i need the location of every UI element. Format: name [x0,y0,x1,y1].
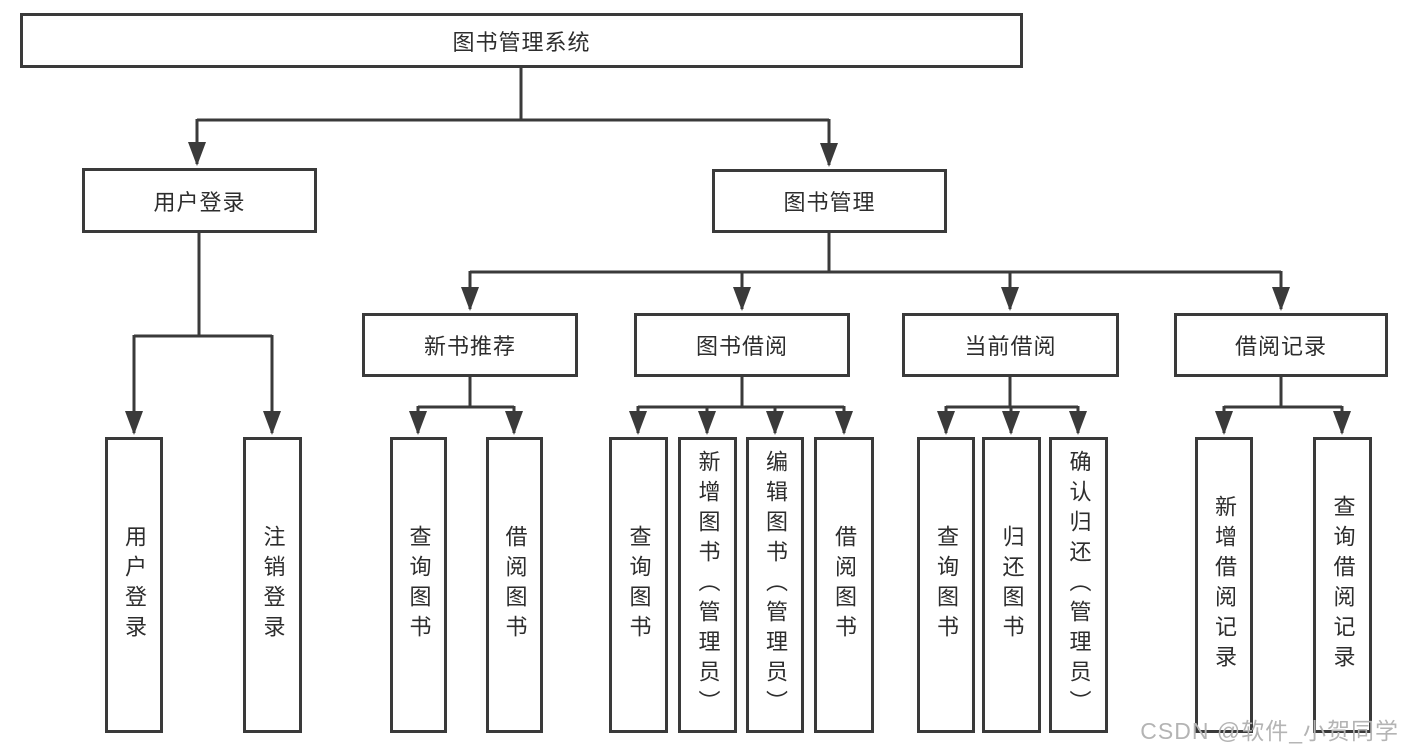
node-current-borrowing: 当前借阅 [902,313,1119,377]
leaf-logout: 注销登录 [243,437,302,733]
node-new-book-recommendation: 新书推荐 [362,313,578,377]
node-borrowing-records: 借阅记录 [1174,313,1388,377]
leaf-newbook-borrow-books-label: 借阅图书 [502,525,528,645]
leaf-confirm-return-admin-label: 确认归还（管理员） [1066,450,1092,720]
leaf-return-books-label: 归还图书 [999,525,1025,645]
leaf-return-books: 归还图书 [982,437,1041,733]
leaf-add-borrow-record-label: 新增借阅记录 [1212,495,1237,675]
leaf-logout-label: 注销登录 [260,525,286,645]
leaf-add-borrow-record: 新增借阅记录 [1195,437,1253,733]
leaf-newbook-query-books: 查询图书 [390,437,447,733]
leaf-newbook-borrow-books: 借阅图书 [486,437,543,733]
leaf-query-borrow-record: 查询借阅记录 [1313,437,1372,733]
leaf-query-borrow-record-label: 查询借阅记录 [1330,495,1356,675]
leaf-add-books-admin: 新增图书（管理员） [678,437,737,733]
node-root: 图书管理系统 [20,13,1023,68]
csdn-watermark: CSDN @软件_小贺同学 [1140,718,1399,744]
node-user-login: 用户登录 [82,168,317,233]
node-current-borrowing-label: 当前借阅 [964,334,1057,359]
node-root-label: 图书管理系统 [452,29,591,55]
node-book-borrowing: 图书借阅 [634,313,850,377]
leaf-user-login: 用户登录 [105,437,163,733]
leaf-current-query-books-label: 查询图书 [934,525,959,645]
leaf-borrowing-borrow-books-label: 借阅图书 [832,525,857,645]
node-book-management-label: 图书管理 [783,190,876,215]
node-new-book-recommendation-label: 新书推荐 [423,334,516,359]
leaf-current-query-books: 查询图书 [917,437,975,733]
leaf-add-books-admin-label: 新增图书（管理员） [695,450,721,720]
node-user-login-label: 用户登录 [153,189,246,215]
leaf-newbook-query-books-label: 查询图书 [406,525,432,645]
node-book-borrowing-label: 图书借阅 [695,334,788,359]
node-book-management: 图书管理 [712,169,947,233]
leaf-edit-books-admin-label: 编辑图书（管理员） [763,450,788,720]
leaf-borrowing-query-books: 查询图书 [609,437,668,733]
leaf-confirm-return-admin: 确认归还（管理员） [1049,437,1108,733]
leaf-edit-books-admin: 编辑图书（管理员） [746,437,804,733]
leaf-borrowing-borrow-books: 借阅图书 [814,437,874,733]
leaf-borrowing-query-books-label: 查询图书 [626,525,652,645]
node-borrowing-records-label: 借阅记录 [1234,334,1327,359]
leaf-user-login-label: 用户登录 [122,525,147,645]
